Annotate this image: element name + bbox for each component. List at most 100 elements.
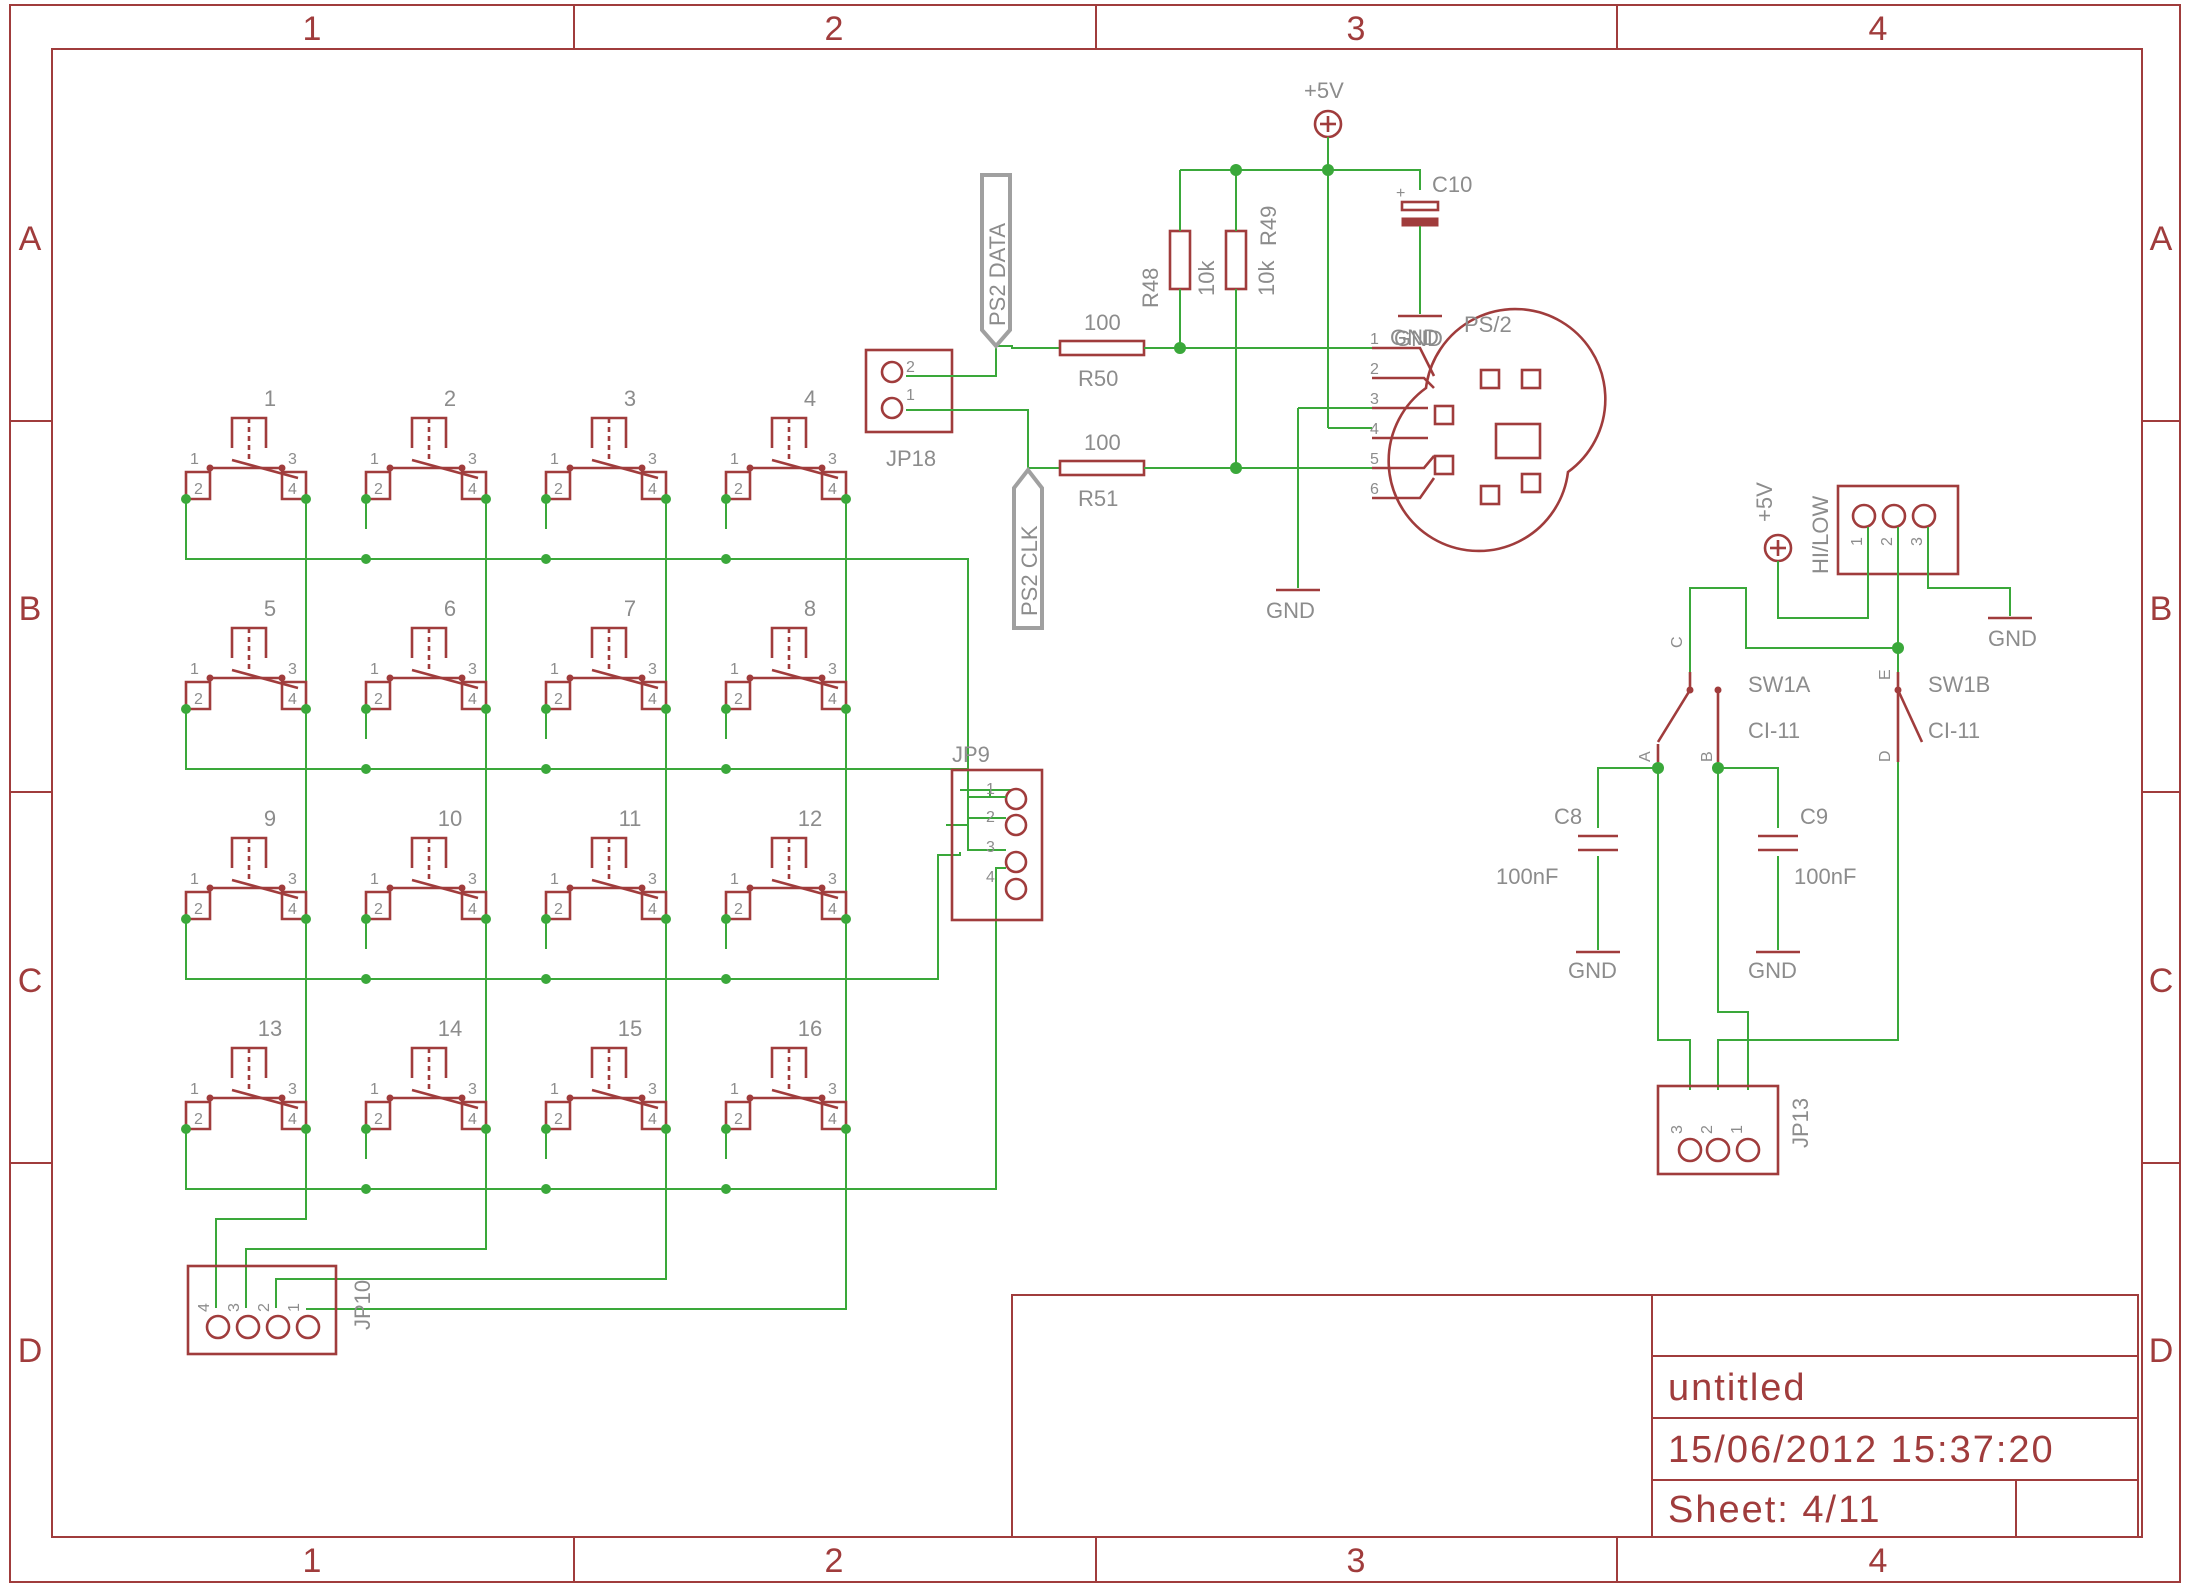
switch-pin-label: 4: [288, 901, 297, 918]
switch-pin-label: 1: [370, 871, 379, 888]
key-label: 14: [438, 1016, 462, 1041]
ps2-data-flag: PS2 DATA: [985, 223, 1010, 326]
switch-pin-label: 1: [730, 451, 739, 468]
key-label: 13: [258, 1016, 282, 1041]
jp18-pin-label: 2: [906, 359, 915, 376]
sheet-number-text: Sheet: 4/11: [1668, 1489, 1882, 1531]
c10-label: C10: [1432, 172, 1472, 197]
switch-pin-label: 2: [194, 1111, 203, 1128]
switch-pin-label: 3: [828, 1081, 837, 1098]
capacitor-c9: C9 100nF GND: [1748, 804, 1856, 983]
key-label: 2: [444, 386, 456, 411]
key-label: 1: [264, 386, 276, 411]
jp13-pin-label: 2: [1699, 1125, 1716, 1134]
jp10-connector: 4 3 2 1 JP10: [186, 1264, 375, 1356]
frame-row-label: A: [2150, 220, 2173, 258]
frame-col-label: 2: [825, 1542, 844, 1580]
switch-pin-label: 1: [550, 661, 559, 678]
gnd-label: GND: [1266, 598, 1315, 623]
switch-wires: GND: [1576, 527, 2037, 1090]
switch-pin-label: 3: [288, 871, 297, 888]
switch-pin-label: 1: [730, 1081, 739, 1098]
key-label: 7: [624, 596, 636, 621]
sw-pin-label: D: [1877, 750, 1894, 762]
vcc-label: +5V: [1304, 78, 1344, 103]
ps2-pin-label: 3: [1370, 391, 1379, 408]
frame-row-labels-right: A B C D: [2149, 220, 2174, 1370]
switch-pin-label: 4: [648, 481, 657, 498]
switch-pin-label: 2: [374, 901, 383, 918]
frame-col-label: 1: [303, 10, 322, 48]
r49-value: 10k: [1254, 260, 1279, 296]
switch-pin-label: 1: [730, 871, 739, 888]
jp9-pin-label: 3: [986, 839, 995, 856]
switch-pin-label: 2: [734, 1111, 743, 1128]
switch-pin-label: 2: [554, 481, 563, 498]
frame-row-label: D: [18, 1332, 43, 1370]
frame-row-label: C: [18, 962, 43, 1000]
jp10-pin-label: 2: [256, 1303, 273, 1312]
switch-pin-label: 4: [648, 1111, 657, 1128]
switch-pin-label: 1: [190, 661, 199, 678]
switch-pin-label: 3: [468, 451, 477, 468]
r51-label: R51: [1078, 486, 1118, 511]
key-label: 15: [618, 1016, 642, 1041]
switch-pin-label: 4: [468, 481, 477, 498]
switch-pin-label: 4: [828, 691, 837, 708]
r48-label: R48: [1138, 268, 1163, 308]
c8-label: C8: [1554, 804, 1582, 829]
ps2-label: PS/2: [1464, 312, 1512, 337]
switch-pin-label: 4: [288, 691, 297, 708]
switch-pin-label: 1: [370, 661, 379, 678]
sw-pin-label: E: [1877, 669, 1894, 680]
resistor-r49: R49 10k: [1224, 170, 1281, 468]
junction-dots: [1174, 164, 1904, 774]
frame-col-label: 4: [1869, 1542, 1888, 1580]
switch-pin-label: 2: [734, 691, 743, 708]
frame-column-labels-bottom: 1 2 3 4: [303, 1542, 1888, 1580]
switch-pin-label: 2: [194, 901, 203, 918]
switch-pin-label: 4: [288, 1111, 297, 1128]
jp10-pin-label: 3: [226, 1303, 243, 1312]
ps2-connector: GND 1 2 3 4 5 6 GND PS/2: [1266, 307, 1607, 623]
c10-polarity: +: [1396, 185, 1405, 202]
hilow-pin-label: 3: [1909, 537, 1926, 546]
key-label: 3: [624, 386, 636, 411]
switch-pin-label: 1: [730, 661, 739, 678]
sw1b-part: CI-11: [1928, 718, 1980, 743]
switch-pin-label: 3: [288, 661, 297, 678]
c9-value: 100nF: [1794, 864, 1856, 889]
r50-value: 100: [1084, 310, 1121, 335]
key-label: 5: [264, 596, 276, 621]
capacitor-c8: C8 100nF GND: [1496, 804, 1618, 983]
resistor-r50: 100 R50: [1058, 310, 1372, 391]
jp13-label: JP13: [1788, 1098, 1813, 1148]
switch-pin-label: 2: [734, 481, 743, 498]
hilow-connector: 1 2 3 HI/LOW: [1808, 484, 1960, 576]
switch-pin-label: 2: [374, 1111, 383, 1128]
sw1b-label: SW1B: [1928, 672, 1990, 697]
r50-label: R50: [1078, 366, 1118, 391]
switch-pin-label: 3: [468, 661, 477, 678]
jp18-label: JP18: [886, 446, 936, 471]
key-label: 6: [444, 596, 456, 621]
sw-pin-label: A: [1637, 751, 1654, 762]
sw-pin-label: C: [1669, 636, 1686, 648]
switch-pin-label: 4: [828, 1111, 837, 1128]
sw-pin-label: B: [1699, 751, 1716, 762]
c8-value: 100nF: [1496, 864, 1558, 889]
hilow-pin-label: 1: [1849, 537, 1866, 546]
jp9-pin-label: 1: [986, 781, 995, 798]
switch-pin-label: 2: [554, 901, 563, 918]
switch-pin-label: 2: [734, 901, 743, 918]
key-label: 4: [804, 386, 816, 411]
key-label: 10: [438, 806, 462, 831]
switch-pin-label: 2: [554, 691, 563, 708]
